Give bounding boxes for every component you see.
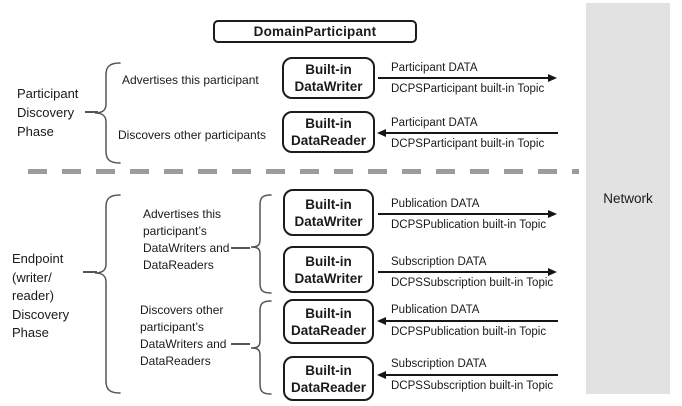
participant-data-out-arrow: [378, 77, 549, 79]
discover-participants-desc: Discovers other participants: [118, 128, 267, 142]
participant-data-out-label: Participant DATA: [391, 62, 478, 74]
advertise-endpoints-tick: [231, 247, 250, 249]
arrowhead-left-icon: [377, 370, 386, 379]
dcps-participant-topic-in-label: DCPSParticipant built-in Topic: [391, 138, 545, 150]
subscription-data-in-label: Subscription DATA: [391, 358, 487, 370]
domain-participant-box: DomainParticipant: [213, 20, 417, 43]
dcps-participant-topic-out-label: DCPSParticipant built-in Topic: [391, 83, 545, 95]
arrowhead-right-icon: [548, 267, 557, 276]
builtin-datareader-publication-box: Built-in DataReader: [283, 299, 374, 344]
subscription-data-out-arrow: [378, 271, 549, 273]
builtin-datawriter-participant-box: Built-in DataWriter: [282, 57, 375, 99]
endpoint-phase-label: Endpoint (writer/ reader) Discovery Phas…: [12, 251, 70, 340]
dcps-publication-topic-in-label: DCPSPublication built-in Topic: [391, 326, 547, 338]
participant-data-in-label: Participant DATA: [391, 117, 478, 129]
builtin-datareader-participant-box: Built-in DataReader: [282, 111, 375, 153]
endpoint-phase-tick: [83, 271, 97, 273]
publication-data-in-arrow: [386, 320, 558, 322]
builtin-datawriter-subscription-box: Built-in DataWriter: [283, 246, 374, 293]
advertise-participant-desc: Advertises this participant: [122, 73, 259, 87]
dcps-subscription-topic-in-label: DCPSSubscription built-in Topic: [391, 380, 554, 392]
arrowhead-right-icon: [548, 73, 557, 82]
participant-data-in-arrow: [386, 132, 558, 134]
network-label: Network: [603, 191, 653, 206]
advertise-endpoints-desc: Advertises this participant’s DataWriter…: [143, 207, 230, 272]
endpoint-phase-brace: [94, 194, 121, 394]
participant-phase-brace: [94, 62, 121, 164]
participant-phase-tick: [85, 111, 98, 113]
publication-data-in-label: Publication DATA: [391, 304, 480, 316]
arrowhead-right-icon: [548, 209, 557, 218]
subscription-data-out-label: Subscription DATA: [391, 256, 487, 268]
subscription-data-in-arrow: [386, 374, 558, 376]
arrowhead-left-icon: [377, 128, 386, 137]
network-panel: Network: [586, 3, 670, 394]
discover-endpoints-desc: Discovers other participant’s DataWriter…: [140, 303, 227, 368]
publication-data-out-arrow: [378, 213, 549, 215]
builtin-datawriter-publication-box: Built-in DataWriter: [283, 189, 374, 236]
phase-divider-dashed-line: [28, 169, 579, 174]
participant-phase-label: Participant Discovery Phase: [17, 86, 79, 139]
dcps-subscription-topic-out-label: DCPSSubscription built-in Topic: [391, 277, 554, 289]
discover-endpoints-brace: [250, 300, 272, 395]
publication-data-out-label: Publication DATA: [391, 198, 480, 210]
dcps-publication-topic-out-label: DCPSPublication built-in Topic: [391, 219, 547, 231]
builtin-datareader-subscription-box: Built-in DataReader: [283, 356, 374, 401]
domain-participant-label: DomainParticipant: [253, 24, 377, 39]
arrowhead-left-icon: [377, 316, 386, 325]
discover-endpoints-tick: [231, 343, 250, 345]
advertise-endpoints-brace: [250, 194, 272, 294]
